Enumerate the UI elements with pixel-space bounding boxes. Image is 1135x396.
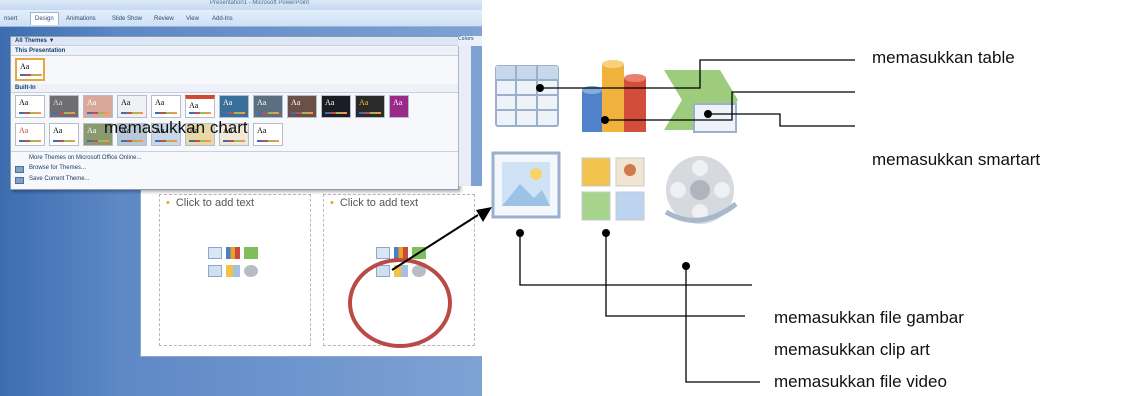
folder-icon [15,166,24,173]
theme-thumb[interactable]: Aa [151,123,181,146]
content-placeholder-left[interactable]: Click to add text [159,194,311,346]
content-icon-group [208,247,264,287]
placeholder-text[interactable]: Click to add text [330,197,418,209]
theme-thumb-current[interactable]: Aa [15,58,45,81]
callout-dot [601,116,609,124]
callout-dot [704,110,712,118]
label-insert-smartart: memasukkan smartart [872,150,1041,169]
highlight-circle [348,258,452,348]
label-insert-picture: memasukkan file gambar [774,308,964,327]
theme-thumb[interactable]: Aa [83,95,113,118]
menu-browse-for-themes[interactable]: Browse for Themes... [29,165,86,171]
label-insert-video: memasukkan file video [774,372,947,391]
tab-slide-show[interactable]: Slide Show [112,16,143,22]
label-insert-table: memasukkan table [872,48,1015,67]
theme-thumb[interactable]: Aa [219,95,249,118]
menu-save-current-theme[interactable]: Save Current Theme... [29,176,90,182]
theme-thumb[interactable]: Aa [253,123,283,146]
themes-gallery-dropdown: All Themes ▼ This Presentation Aa Built-… [10,36,459,190]
label-insert-chart: memasukkan chart [104,118,248,137]
chart-icon[interactable] [394,247,408,259]
theme-thumb[interactable]: Aa [321,95,351,118]
title-bar: Presentation1 - Microsoft PowerPoint [0,0,482,10]
placeholder-text[interactable]: Click to add text [166,197,254,209]
theme-thumb[interactable]: Aa [185,123,215,146]
smartart-icon[interactable] [660,66,742,136]
theme-thumb[interactable]: Aa [15,123,45,146]
save-icon [15,177,24,184]
theme-thumb[interactable]: Aa [15,95,45,118]
callout-dot [536,84,544,92]
picture-icon[interactable] [490,150,564,222]
tab-insert[interactable]: nsert [4,16,18,22]
theme-thumb[interactable]: Aa [219,123,249,146]
callout-dot [602,229,610,237]
theme-thumb[interactable]: Aa [83,123,113,146]
arrow-head [476,207,492,222]
tab-view[interactable]: View [186,16,199,22]
label-insert-clip-art: memasukkan clip art [774,340,930,359]
window-title: Presentation1 - Microsoft PowerPoint [210,0,310,6]
table-icon[interactable] [376,247,390,259]
ribbon-tabs: nsert Design Animations Slide Show Revie… [0,10,482,27]
tab-animations[interactable]: Animations [66,16,96,22]
gallery-section-built-in: Built-In [11,84,458,93]
theme-thumb[interactable]: Aa [49,95,79,118]
clip-art-icon[interactable] [226,265,240,277]
gallery-divider [11,151,458,152]
theme-thumb[interactable]: Aa [185,95,215,118]
theme-thumb[interactable]: Aa [151,95,181,118]
gallery-scrollbar[interactable] [458,36,471,186]
smartart-icon[interactable] [244,247,258,259]
table-icon[interactable] [208,247,222,259]
table-icon[interactable] [492,60,564,132]
media-clip-icon[interactable] [244,265,258,277]
colors-button[interactable]: Colors [458,36,482,46]
chart-icon[interactable] [576,56,652,136]
theme-thumb[interactable]: Aa [117,123,147,146]
theme-thumb[interactable]: Aa [49,123,79,146]
theme-thumb[interactable]: Aa [355,95,385,118]
callout-dot [682,262,690,270]
theme-thumb[interactable]: Aa [117,95,147,118]
gallery-header-all-themes[interactable]: All Themes ▼ [11,37,458,46]
menu-more-themes-online[interactable]: More Themes on Microsoft Office Online..… [29,155,142,161]
theme-thumb[interactable]: Aa [253,95,283,118]
callout-dot [516,229,524,237]
gallery-section-this-presentation: This Presentation [11,47,458,56]
theme-thumb[interactable]: Aa [389,95,409,118]
zoomed-content-icons [482,40,752,280]
powerpoint-screenshot: Presentation1 - Microsoft PowerPoint nse… [0,0,482,396]
media-clip-icon[interactable] [660,150,740,230]
chart-icon[interactable] [226,247,240,259]
tab-add-ins[interactable]: Add-Ins [212,16,233,22]
theme-thumb[interactable]: Aa [287,95,317,118]
clip-art-icon[interactable] [578,154,648,224]
picture-icon[interactable] [208,265,222,277]
tab-design[interactable]: Design [30,12,59,25]
tab-review[interactable]: Review [154,16,174,22]
